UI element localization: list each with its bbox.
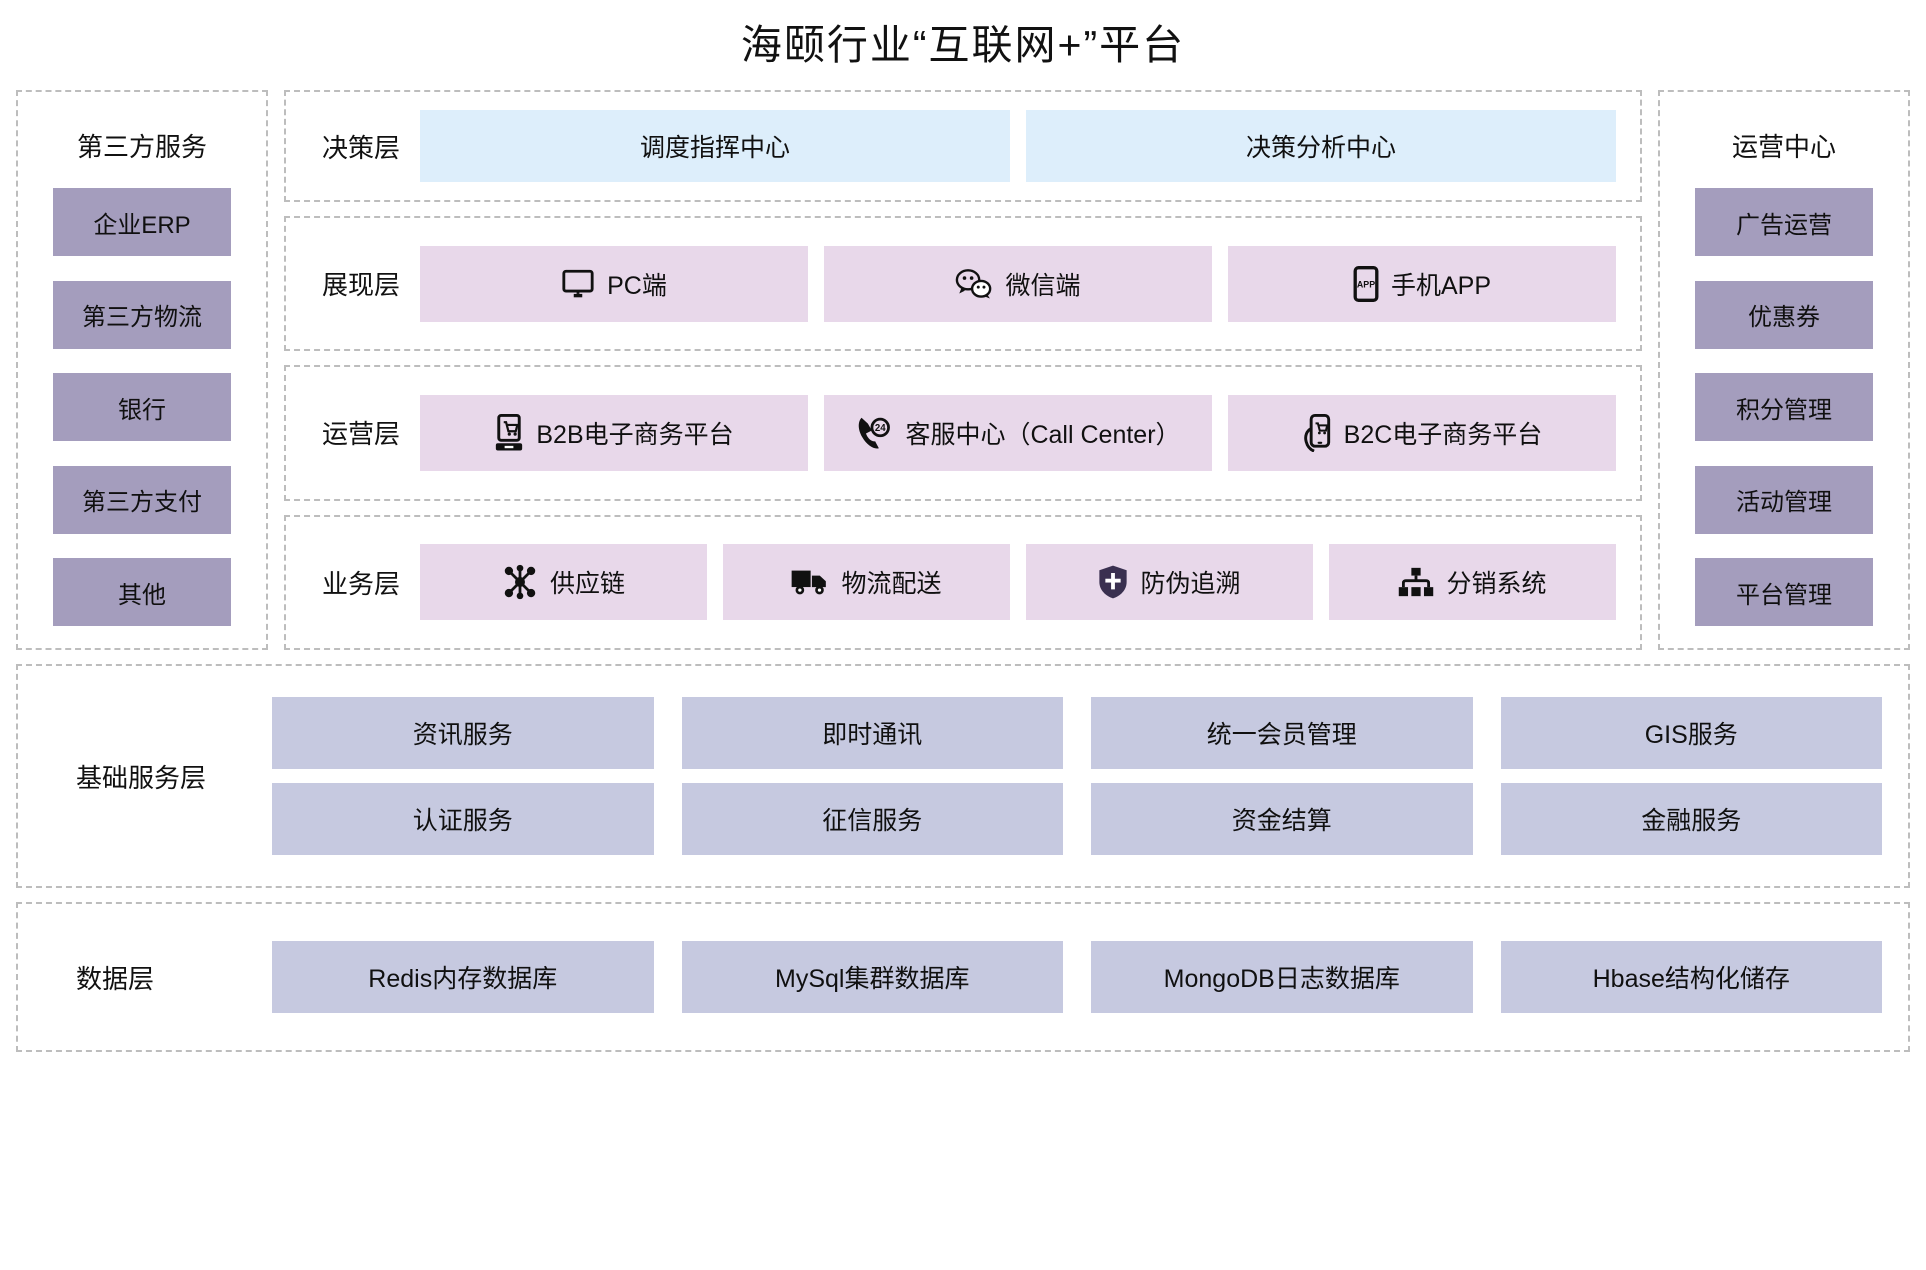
base-service-layer-label: 基础服务层 [76,762,207,793]
base-service-item-finance[interactable]: 金融服务 [1500,783,1882,855]
decision-item-dispatch-center[interactable]: 调度指挥中心 [420,110,1010,182]
operation-center-list: 广告运营 优惠券 积分管理 活动管理 平台管理 [1660,188,1908,630]
third-party-item-erp[interactable]: 企业ERP [53,188,231,256]
presentation-item-wechat-label: 微信端 [1005,271,1081,300]
data-item-mysql[interactable]: MySql集群数据库 [681,941,1063,1013]
monitor-icon [561,267,595,301]
wechat-icon [955,267,993,301]
decision-item-dispatch-center-label: 调度指挥中心 [639,134,790,162]
hierarchy-icon [1398,566,1434,598]
decision-item-analysis-center-label: 决策分析中心 [1245,134,1396,162]
operation-center-heading: 运营中心 [1731,132,1836,162]
operation-center-item-ad[interactable]: 广告运营 [1695,188,1873,256]
shopping-cart-terminal-icon [494,413,524,452]
third-party-services-panel: 第三方服务 企业ERP 第三方物流 银行 第三方支付 其他 [16,90,268,650]
decision-layer-items: 调度指挥中心 决策分析中心 [420,110,1616,182]
third-party-item-other[interactable]: 其他 [53,558,231,626]
mobile-app-icon: APP [1353,265,1379,302]
data-item-mongodb[interactable]: MongoDB日志数据库 [1091,941,1473,1013]
operation-item-call-center[interactable]: 24 客服中心（Call Center） [824,394,1212,471]
data-layer-panel: 数据层 Redis内存数据库 MySql集群数据库 MongoDB日志数据库 H… [16,902,1910,1052]
presentation-item-pc-label: PC端 [607,271,667,300]
business-item-distribution-system-label: 分销系统 [1446,570,1547,599]
decision-item-analysis-center[interactable]: 决策分析中心 [1026,110,1616,182]
decision-layer-label: 决策层 [322,132,401,163]
business-item-logistics-delivery-label: 物流配送 [841,570,942,599]
operation-item-b2b-label: B2B电子商务平台 [536,420,734,449]
presentation-item-mobile-app-label: 手机APP [1390,271,1492,300]
operation-layer-panel: 运营层 B2B电子商务平台 [284,365,1642,501]
presentation-item-mobile-app[interactable]: APP 手机APP [1228,245,1616,322]
data-layer-label: 数据层 [76,963,155,994]
base-service-item-credit[interactable]: 征信服务 [681,783,1063,855]
business-layer-label: 业务层 [322,568,401,599]
presentation-item-wechat[interactable]: 微信端 [824,245,1212,322]
truck-icon [791,567,829,597]
data-row-1: Redis内存数据库 MySql集群数据库 MongoDB日志数据库 Hbase… [272,941,1882,1013]
base-service-item-im[interactable]: 即时通讯 [681,697,1063,769]
third-party-item-logistics[interactable]: 第三方物流 [53,280,231,349]
operation-item-b2c-label: B2C电子商务平台 [1343,420,1543,449]
top-region: 第三方服务 企业ERP 第三方物流 银行 第三方支付 其他 决策层 调度指挥中心… [0,90,1926,650]
base-service-layer-panel: 基础服务层 资讯服务 即时通讯 统一会员管理 GIS服务 认证服务 征信服务 资… [16,664,1910,888]
base-service-item-member[interactable]: 统一会员管理 [1091,697,1473,769]
operation-item-b2b[interactable]: B2B电子商务平台 [420,394,808,471]
lower-layers: 基础服务层 资讯服务 即时通讯 统一会员管理 GIS服务 认证服务 征信服务 资… [0,650,1926,1052]
business-item-supply-chain[interactable]: 供应链 [420,544,707,621]
business-item-anti-counterfeit-label: 防伪追溯 [1140,570,1241,599]
business-layer-panel: 业务层 供 [284,514,1642,650]
base-service-item-gis[interactable]: GIS服务 [1500,697,1882,769]
phone-24h-icon: 24 [855,415,893,451]
business-item-supply-chain-label: 供应链 [549,570,625,599]
presentation-item-pc[interactable]: PC端 [420,245,808,322]
base-service-row-2: 认证服务 征信服务 资金结算 金融服务 [272,783,1882,855]
operation-center-panel: 运营中心 广告运营 优惠券 积分管理 活动管理 平台管理 [1658,90,1910,650]
operation-layer-label: 运营层 [322,419,401,450]
base-service-item-news[interactable]: 资讯服务 [272,697,654,769]
operation-center-item-platform[interactable]: 平台管理 [1695,558,1873,626]
data-item-redis[interactable]: Redis内存数据库 [272,941,654,1013]
network-nodes-icon [502,564,538,600]
business-item-anti-counterfeit[interactable]: 防伪追溯 [1026,544,1313,621]
third-party-services-heading: 第三方服务 [76,132,207,162]
presentation-layer-items: PC端 [420,245,1616,322]
operation-item-b2c[interactable]: B2C电子商务平台 [1228,394,1616,471]
business-layer-items: 供应链 物流配送 [420,544,1616,621]
third-party-item-bank[interactable]: 银行 [53,373,231,441]
svg-text:24: 24 [875,423,886,434]
base-service-layer-body: 资讯服务 即时通讯 统一会员管理 GIS服务 认证服务 征信服务 资金结算 金融… [272,697,1882,855]
shield-icon [1098,564,1128,600]
presentation-layer-panel: 展现层 PC端 [284,216,1642,352]
business-item-distribution-system[interactable]: 分销系统 [1329,544,1616,621]
base-service-item-auth[interactable]: 认证服务 [272,783,654,855]
operation-center-item-campaign[interactable]: 活动管理 [1695,465,1873,534]
decision-layer-panel: 决策层 调度指挥中心 决策分析中心 [284,90,1642,202]
page-title: 海颐行业“互联网+”平台 [740,22,1186,68]
data-item-hbase[interactable]: Hbase结构化储存 [1500,941,1882,1013]
mobile-shopping-icon [1302,413,1332,452]
data-layer-body: Redis内存数据库 MySql集群数据库 MongoDB日志数据库 Hbase… [272,941,1882,1013]
center-layers-column: 决策层 调度指挥中心 决策分析中心 展现层 [284,90,1642,650]
third-party-item-payment[interactable]: 第三方支付 [53,465,231,534]
third-party-services-list: 企业ERP 第三方物流 银行 第三方支付 其他 [18,188,266,630]
base-service-row-1: 资讯服务 即时通讯 统一会员管理 GIS服务 [272,697,1882,769]
operation-center-item-points[interactable]: 积分管理 [1695,373,1873,441]
operation-layer-items: B2B电子商务平台 24 客服中心（Call Center） [420,394,1616,471]
business-item-logistics-delivery[interactable]: 物流配送 [723,544,1010,621]
presentation-layer-label: 展现层 [322,270,401,301]
operation-item-call-center-label: 客服中心（Call Center） [905,420,1181,449]
operation-center-item-coupon[interactable]: 优惠券 [1695,280,1873,349]
svg-text:APP: APP [1357,279,1375,289]
base-service-item-settlement[interactable]: 资金结算 [1091,783,1473,855]
